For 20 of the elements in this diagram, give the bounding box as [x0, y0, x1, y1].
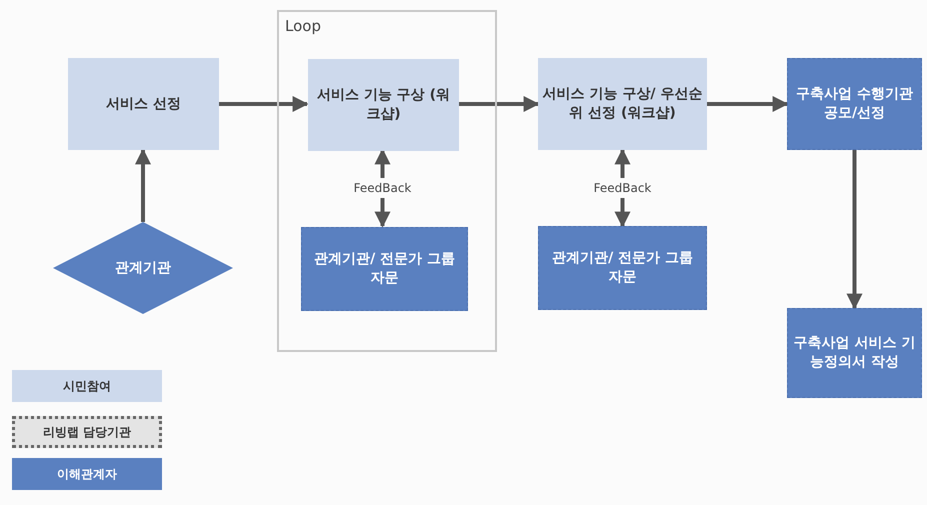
- process-box: 구축사업 서비스 기능정의서 작성: [787, 308, 922, 398]
- process-box: 관계기관/ 전문가 그룹 자문: [538, 226, 707, 310]
- loop-frame: [277, 10, 497, 352]
- arrow: [846, 150, 862, 310]
- process-box: 서비스 선정: [68, 58, 219, 150]
- process-box: 관계기관/ 전문가 그룹 자문: [301, 227, 468, 311]
- decision-diamond: 관계기관: [53, 222, 233, 314]
- process-box: 서비스 기능 구상 (워크샵): [308, 59, 459, 151]
- legend-item: 리빙랩 담당기관: [12, 416, 162, 448]
- process-box: 서비스 기능 구상/ 우선순위 선정 (워크샵): [538, 58, 707, 150]
- edge-label: FeedBack: [592, 178, 654, 198]
- legend-item: 이해관계자: [12, 458, 162, 490]
- arrow: [135, 148, 151, 222]
- process-box: 구축사업 수행기관 공모/선정: [787, 58, 922, 150]
- frame-heading: Loop: [285, 16, 321, 36]
- edge-label: FeedBack: [352, 178, 414, 198]
- arrow: [707, 96, 789, 112]
- arrow: [219, 96, 309, 112]
- arrow: [458, 96, 540, 112]
- legend-item: 시민참여: [12, 370, 162, 402]
